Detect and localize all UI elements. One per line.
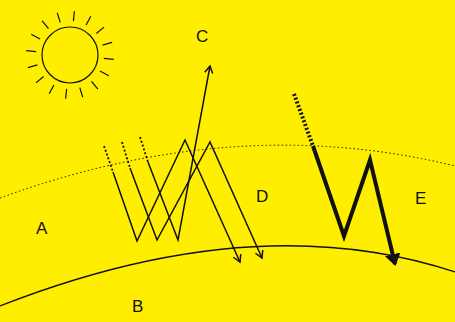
sun-ray bbox=[104, 58, 114, 60]
sun-ray bbox=[28, 65, 38, 68]
letter-label: E bbox=[415, 190, 426, 207]
sun-ray bbox=[80, 88, 83, 98]
letter-label: B bbox=[132, 298, 143, 315]
sun bbox=[26, 11, 114, 99]
incoming-rays bbox=[104, 137, 148, 172]
letter-label: D bbox=[256, 188, 268, 205]
sun-ray bbox=[86, 16, 91, 25]
sun-ray bbox=[26, 50, 36, 52]
sun-ray bbox=[57, 13, 60, 23]
earth-surface bbox=[0, 246, 455, 306]
sun-ray bbox=[73, 11, 75, 21]
sun-ray bbox=[42, 21, 48, 29]
letter-label: C bbox=[196, 28, 208, 45]
sun-ray bbox=[36, 77, 44, 83]
letter-label: A bbox=[36, 220, 47, 237]
sun-ray bbox=[31, 34, 40, 39]
sun-ray bbox=[92, 81, 98, 89]
infrared-ray bbox=[294, 94, 395, 264]
sun-ray bbox=[65, 89, 67, 99]
radiation-rays bbox=[113, 66, 262, 262]
sun-ray bbox=[103, 42, 113, 45]
atmosphere-line bbox=[0, 145, 455, 198]
sun-ray bbox=[100, 71, 109, 76]
sun-ray bbox=[96, 27, 104, 33]
sun-ray bbox=[49, 85, 54, 94]
